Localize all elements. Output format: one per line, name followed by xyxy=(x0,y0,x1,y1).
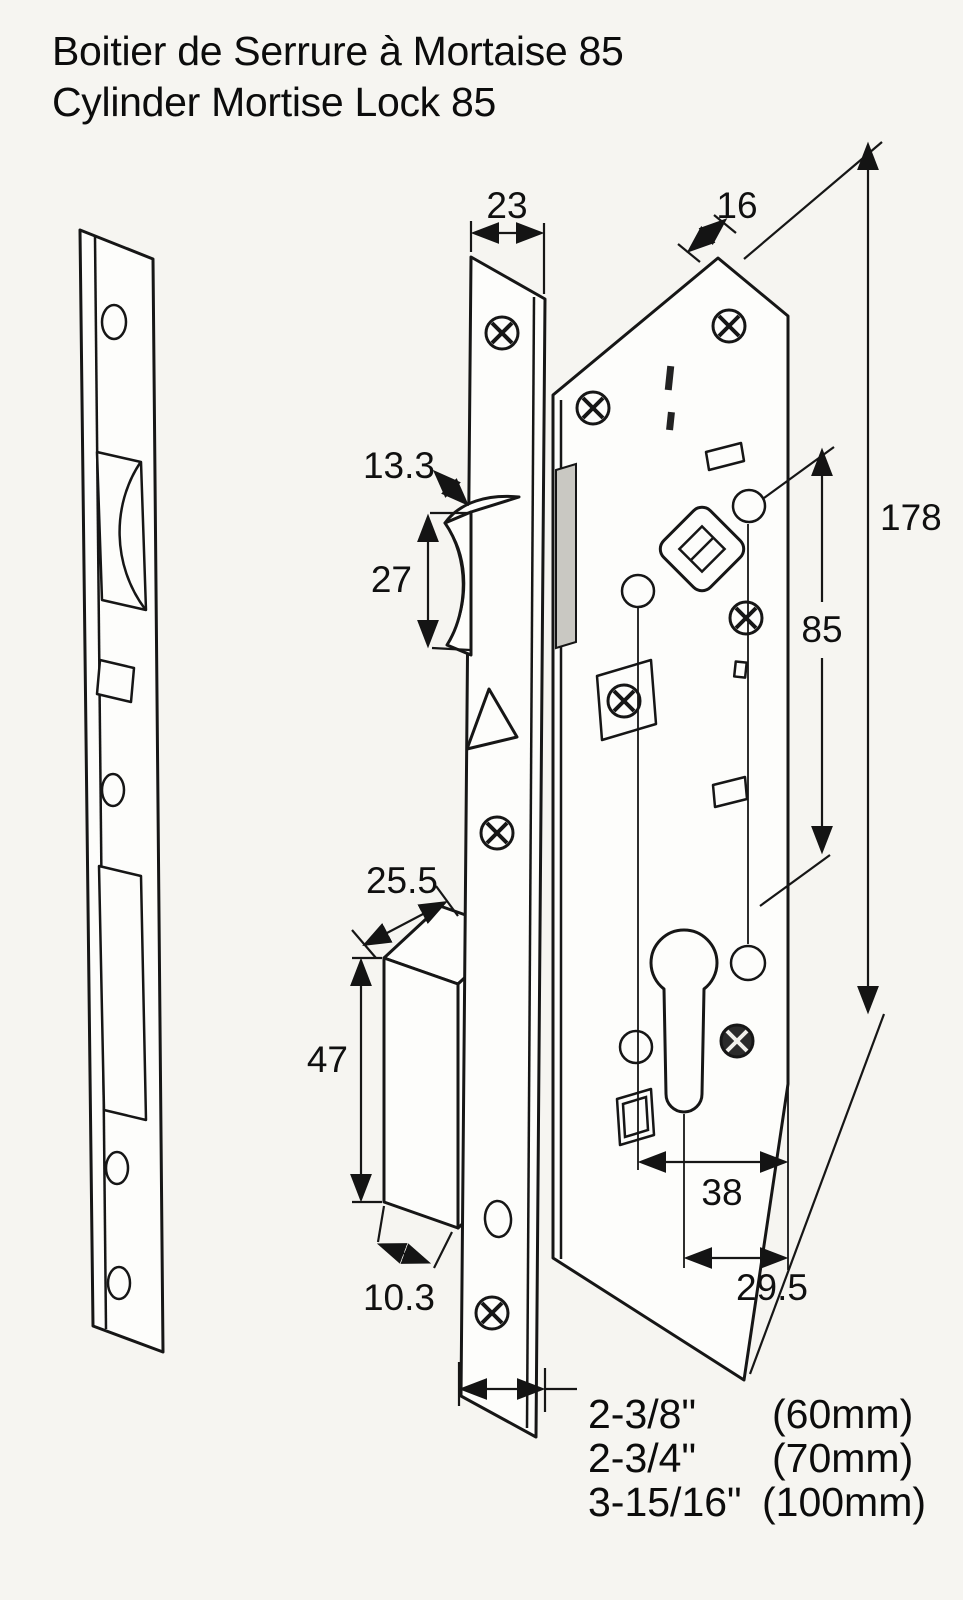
backset-options: 2-3/8" (60mm) 2-3/4" (70mm) 3-15/16" (10… xyxy=(588,1391,926,1525)
cylinder-edge-label: 29.5 xyxy=(736,1267,808,1308)
case-opening xyxy=(732,660,748,679)
backset-option-imperial: 2-3/8" xyxy=(588,1391,696,1437)
latch-height-label: 27 xyxy=(371,559,412,600)
faceplate-oval-hole xyxy=(483,1199,513,1239)
case-slot xyxy=(664,365,675,391)
latch-strike-curve xyxy=(118,462,147,610)
latch-top-face xyxy=(443,494,521,525)
case-length-label: 178 xyxy=(880,497,942,538)
strike-screw-hole xyxy=(104,1150,130,1186)
faceplate-details xyxy=(474,315,520,1331)
faceplate-width-label: 23 xyxy=(486,185,527,226)
aux-strike-cutout xyxy=(95,658,136,704)
title-line-french: Boitier de Serrure à Mortaise 85 xyxy=(52,28,624,74)
dim-centres: 85 xyxy=(759,446,843,907)
strike-screw-hole xyxy=(106,1265,132,1301)
latch-bevel-label: 13.3 xyxy=(363,445,435,486)
screw xyxy=(474,1295,510,1331)
strike-plate-edge-line xyxy=(93,236,108,1330)
screw xyxy=(711,308,747,344)
deadbolt-front-face xyxy=(382,956,460,1230)
dim-latch-bevel: 13.3 xyxy=(363,445,470,507)
case-slot xyxy=(666,411,675,431)
latch-strike-cutout xyxy=(95,450,148,612)
case-hole xyxy=(729,944,767,982)
dim-bolt-depth: 25.5 xyxy=(351,860,459,959)
deadbolt-strike-cutout xyxy=(97,864,148,1122)
extension-lines xyxy=(637,524,789,1270)
backset-option-metric: (70mm) xyxy=(772,1435,913,1481)
screw xyxy=(575,390,611,426)
title-line-english: Cylinder Mortise Lock 85 xyxy=(52,78,496,125)
spindle-hub xyxy=(658,505,746,593)
page-title: Boitier de Serrure à Mortaise 85 Cylinde… xyxy=(52,26,624,128)
bolt-height-label: 47 xyxy=(307,1039,348,1080)
bolt-depth-label: 25.5 xyxy=(366,860,438,901)
backset-option-imperial: 2-3/4" xyxy=(588,1435,696,1481)
dim-bolt-height: 47 xyxy=(307,956,382,1204)
case-hole xyxy=(731,488,767,524)
dim-faceplate-width: 23 xyxy=(469,185,546,294)
latch-front-face xyxy=(443,510,473,657)
backset-option-imperial: 3-15/16" xyxy=(588,1479,742,1525)
strike-screw-hole xyxy=(100,303,128,341)
dim-hub-spacing: 38 xyxy=(637,1151,789,1213)
latch-curve-line xyxy=(449,530,466,638)
screw xyxy=(728,600,764,636)
strike-plate xyxy=(78,228,165,1354)
latch-bolt xyxy=(443,494,521,657)
hub-spacing-label: 38 xyxy=(701,1172,742,1213)
lock-case xyxy=(551,256,790,1382)
euro-cylinder-hole xyxy=(649,928,719,1114)
dim-case-depth: 16 xyxy=(677,185,758,263)
backset-option-metric: (100mm) xyxy=(762,1479,926,1525)
deadlatch-pin xyxy=(465,687,519,751)
case-depth-label: 16 xyxy=(716,185,757,226)
bolt-throw-label: 10.3 xyxy=(363,1277,435,1318)
screw xyxy=(479,815,515,851)
case-opening xyxy=(704,441,746,472)
strike-screw-hole xyxy=(100,772,126,808)
screw xyxy=(484,315,520,351)
dim-cylinder-edge: 29.5 xyxy=(683,1247,808,1308)
centres-label: 85 xyxy=(801,609,842,650)
case-opening xyxy=(711,775,749,809)
backset-option-metric: (60mm) xyxy=(772,1391,913,1437)
dimensions: 23 16 13.3 27 178 xyxy=(307,141,942,1412)
screw-dark xyxy=(719,1023,755,1059)
dim-backset xyxy=(457,1362,577,1412)
dim-bolt-throw: 10.3 xyxy=(363,1205,453,1318)
dim-case-length: 178 xyxy=(743,141,942,1375)
screw xyxy=(606,683,642,719)
case-hole xyxy=(620,573,656,609)
latch-channel xyxy=(555,462,577,650)
case-hole xyxy=(618,1029,654,1065)
dim-latch-height: 27 xyxy=(371,511,471,652)
faceplate-edge-line xyxy=(525,296,536,1429)
